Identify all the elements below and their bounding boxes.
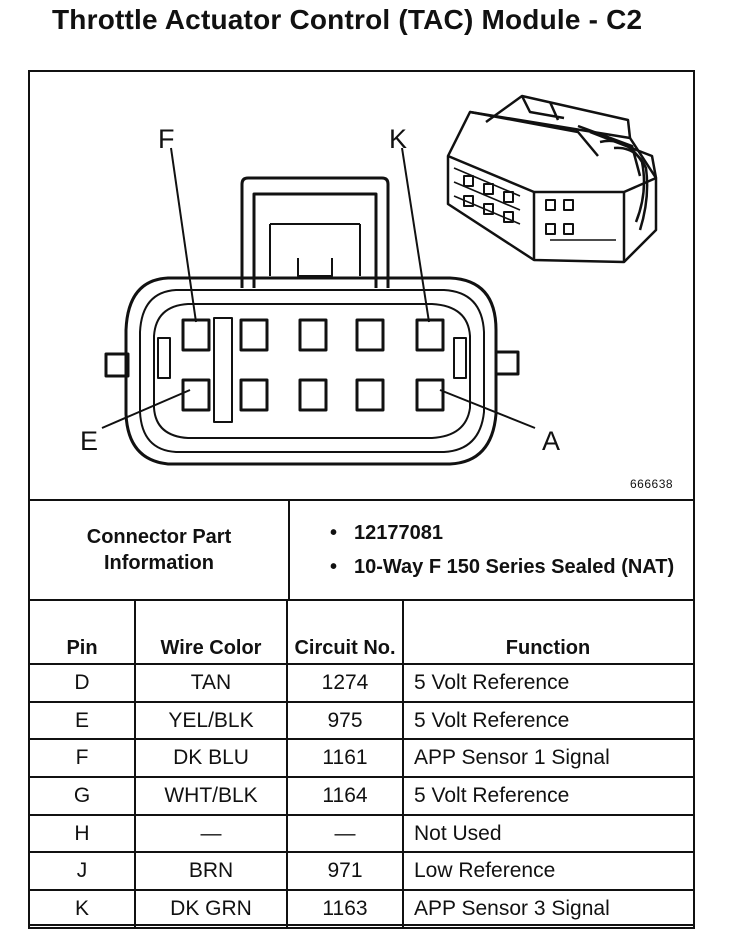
cavity-top-4: [355, 318, 385, 352]
header-pin: Pin: [28, 599, 136, 665]
locking-tab: [240, 176, 390, 288]
connector-description: 10-Way F 150 Series Sealed (NAT): [354, 555, 675, 578]
pinout-header-row: Pin Wire Color Circuit No. Function: [28, 599, 695, 665]
connector-diagram: F K E A 666638: [30, 72, 693, 499]
figure-reference-number: 666638: [630, 477, 674, 491]
part-number: 12177081: [354, 521, 443, 544]
cell-function: 5 Volt Reference: [402, 776, 695, 816]
cell-function: APP Sensor 3 Signal: [402, 889, 695, 929]
cell-wire-color: BRN: [134, 851, 288, 892]
table-row: G WHT/BLK 1164 5 Volt Reference: [28, 776, 695, 816]
cavity-bottom-4: [355, 378, 385, 412]
cell-function: Low Reference: [402, 851, 695, 892]
cavity-K: [415, 318, 445, 352]
table-row: D TAN 1274 5 Volt Reference: [28, 663, 695, 703]
cell-function: APP Sensor 1 Signal: [402, 738, 695, 779]
bullet-icon: •: [330, 555, 338, 578]
cell-pin: D: [28, 663, 136, 703]
cell-pin: K: [28, 889, 136, 929]
page-title: Throttle Actuator Control (TAC) Module -…: [52, 4, 643, 35]
connector-isometric-view: [446, 94, 658, 264]
cell-pin: G: [28, 776, 136, 816]
right-ear: [494, 350, 520, 376]
cell-wire-color: WHT/BLK: [134, 776, 288, 816]
label-K: K: [389, 124, 408, 154]
cell-function: 5 Volt Reference: [402, 663, 695, 703]
table-row: F DK BLU 1161 APP Sensor 1 Signal: [28, 738, 695, 779]
cell-pin: H: [28, 813, 136, 854]
table-row: J BRN 971 Low Reference: [28, 851, 695, 892]
bullet-icon: •: [330, 521, 338, 544]
cell-circuit: 1161: [286, 738, 404, 779]
header-circuit: Circuit No.: [286, 599, 404, 665]
connector-info-item: • 10-Way F 150 Series Sealed (NAT): [330, 555, 693, 580]
cell-wire-color: DK BLU: [134, 738, 288, 779]
left-ear: [104, 352, 130, 378]
cavity-F: [181, 318, 211, 352]
cavity-bottom-2: [239, 378, 269, 412]
cell-function: Not Used: [402, 813, 695, 854]
table-row: K DK GRN 1163 APP Sensor 3 Signal: [28, 889, 695, 929]
label-F: F: [158, 124, 175, 154]
cell-circuit: 1164: [286, 776, 404, 816]
cell-circuit: 975: [286, 700, 404, 741]
connector-part-info-table: Connector Part Information • 12177081 • …: [28, 499, 695, 601]
leader-A: [439, 389, 536, 429]
pinout-table: Pin Wire Color Circuit No. Function D TA…: [28, 599, 695, 929]
leader-F: [170, 147, 197, 323]
cell-pin: F: [28, 738, 136, 779]
cavity-top-3: [298, 318, 328, 352]
cell-circuit: —: [286, 813, 404, 854]
cell-circuit: 1274: [286, 663, 404, 703]
cavity-E: [181, 378, 211, 412]
connector-info-heading: Connector Part Information: [28, 499, 290, 601]
connector-info-items: • 12177081 • 10-Way F 150 Series Sealed …: [288, 499, 695, 601]
cavity-bottom-3: [298, 378, 328, 412]
cell-wire-color: DK GRN: [134, 889, 288, 929]
connector-shell: [124, 276, 498, 466]
cell-circuit: 971: [286, 851, 404, 892]
cell-wire-color: TAN: [134, 663, 288, 703]
leader-E: [101, 389, 191, 429]
leader-K: [401, 147, 430, 323]
cavity-top-2: [239, 318, 269, 352]
label-A: A: [542, 426, 561, 456]
cell-wire-color: —: [134, 813, 288, 854]
cell-circuit: 1163: [286, 889, 404, 929]
cell-pin: J: [28, 851, 136, 892]
label-E: E: [80, 426, 99, 456]
header-function: Function: [402, 599, 695, 665]
cell-pin: E: [28, 700, 136, 741]
cell-wire-color: YEL/BLK: [134, 700, 288, 741]
cavity-A: [415, 378, 445, 412]
connector-info-item: • 12177081: [330, 521, 693, 546]
header-wire-color: Wire Color: [134, 599, 288, 665]
table-row: E YEL/BLK 975 5 Volt Reference: [28, 700, 695, 741]
table-row: H — — Not Used: [28, 813, 695, 854]
connector-face-drawing: [101, 94, 658, 466]
cell-function: 5 Volt Reference: [402, 700, 695, 741]
connector-frame: F K E A 666638 Connector Part Informatio…: [28, 70, 695, 929]
